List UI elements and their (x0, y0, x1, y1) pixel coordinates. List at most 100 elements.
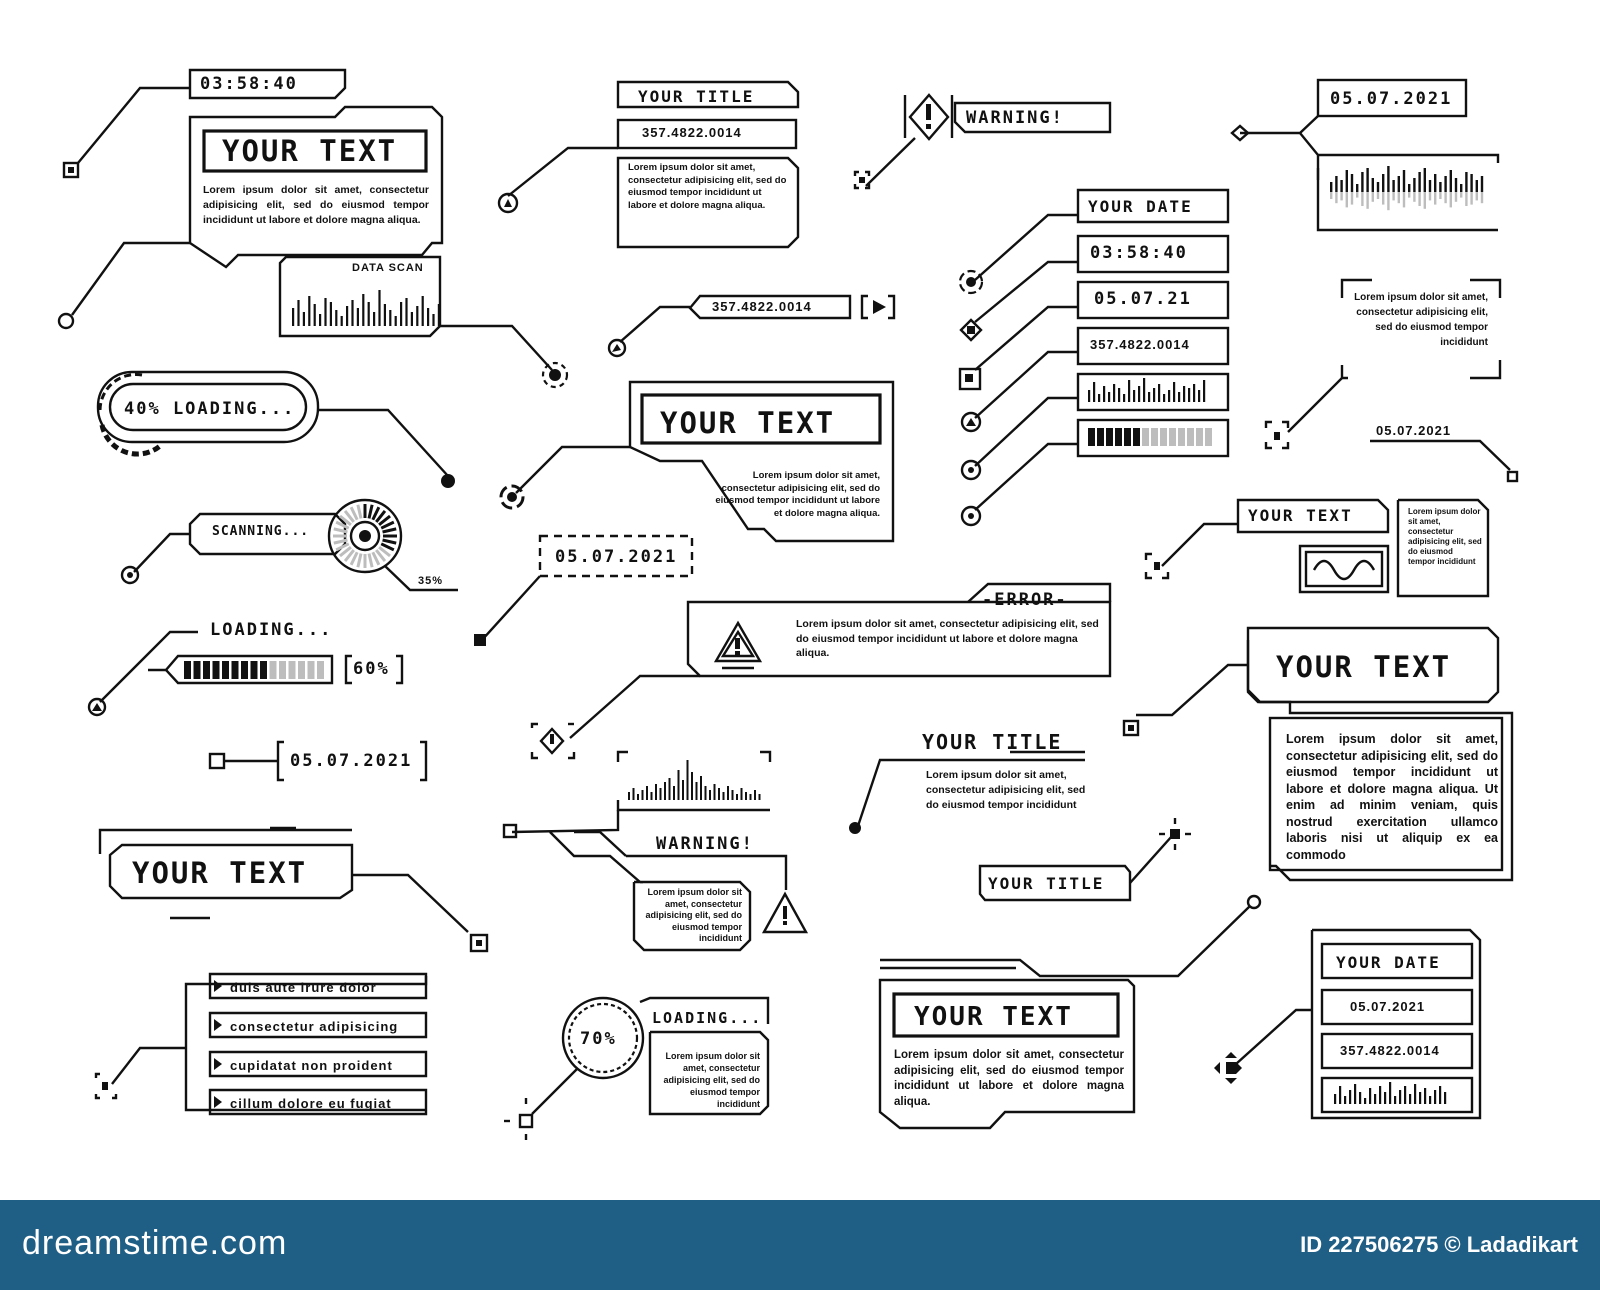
gauge-tick (349, 506, 359, 521)
warning-bar (682, 780, 684, 800)
scan-bar (410, 312, 413, 326)
your-title-label-1: YOUR TITLE (638, 87, 755, 106)
big-right-your-text-frame (1122, 626, 1514, 882)
loading-segment (184, 661, 191, 679)
scanning-label: SCANNING... (212, 524, 310, 539)
progress-segment (1196, 428, 1203, 446)
wave-bar (1350, 174, 1354, 192)
wave-bar (1340, 180, 1343, 192)
gauge-tick (335, 542, 350, 552)
loading-segment (212, 661, 220, 679)
stacked-bars-chart (1088, 378, 1206, 402)
warning-bar (727, 786, 729, 800)
gauge-tick (356, 504, 363, 519)
wave-bar (1480, 176, 1484, 192)
gauge-tick (375, 549, 387, 562)
progress-segment (1133, 428, 1140, 446)
list-arrow-icon (214, 1096, 222, 1108)
your-text-title-5: YOUR TEXT (132, 856, 308, 890)
progress-segment (1097, 428, 1104, 446)
your-date-stack-frame (1214, 928, 1482, 1120)
wave-bar (1361, 172, 1364, 192)
gauge-tick (333, 538, 348, 545)
wave-bar (1444, 176, 1447, 192)
date-stack-bar (1439, 1086, 1442, 1104)
scan-bar (416, 306, 419, 326)
brand-logo[interactable]: dreamstime.com (22, 1224, 288, 1262)
stacked-bar (1158, 384, 1161, 402)
loading-segment (231, 661, 239, 679)
wave-bar (1413, 192, 1416, 202)
gauge-tick (367, 504, 374, 519)
scanning-percent: 35% (418, 575, 444, 587)
lorem-paragraph-8: Lorem ipsum dolor sit amet, consectetur … (926, 769, 1086, 811)
warning-bar (713, 784, 716, 800)
date-label-4: 05.07.2021 (290, 751, 413, 771)
list-item-label-4: cillum dolore eu fugiat (230, 1096, 392, 1111)
callout-frame-your-title-1 (497, 80, 800, 249)
date-stack-bar (1424, 1088, 1427, 1104)
date-stack-bar (1399, 1090, 1402, 1104)
your-title-label-2: YOUR TITLE (922, 730, 1063, 754)
date-stack-bar (1429, 1096, 1432, 1104)
wave-bar (1439, 182, 1442, 192)
date-stack-bar (1434, 1090, 1437, 1104)
wave-bar (1402, 192, 1406, 208)
progress-segment (1088, 428, 1095, 446)
list-arrow-icon (214, 980, 222, 992)
warning-label-2: WARNING! (656, 834, 754, 854)
scan-bar (394, 316, 397, 326)
wave-bar (1408, 192, 1411, 198)
stacked-bar (1143, 378, 1146, 402)
scan-bar (400, 302, 403, 326)
stacked-callouts (958, 188, 1230, 527)
progress-segment (1178, 428, 1185, 446)
wave-bar (1470, 192, 1473, 205)
scan-bar (340, 316, 343, 326)
stacked-bar (1183, 386, 1186, 402)
gauge-tick (375, 510, 387, 523)
dashed-date-frame (474, 534, 694, 646)
stacked-bar (1118, 388, 1121, 402)
warning-bar (632, 788, 635, 800)
wave-bar (1382, 174, 1385, 192)
date-stack-bar (1369, 1088, 1372, 1104)
scan-bar (383, 304, 386, 326)
loading-40-label: 40% LOADING... (124, 399, 296, 419)
gauge-tick (380, 542, 395, 552)
wave-bar (1449, 192, 1452, 208)
loading-segment (279, 661, 286, 679)
warning-bar (677, 770, 680, 800)
stacked-bar (1188, 388, 1191, 402)
scan-bar (346, 306, 349, 326)
scan-bar (378, 290, 381, 326)
loading-segment (203, 661, 210, 679)
wave-bar (1376, 182, 1380, 192)
loading-segment (260, 661, 267, 679)
loading-segment (269, 661, 277, 679)
lorem-paragraph-3: Lorem ipsum dolor sit amet, consectetur … (1354, 292, 1488, 348)
date-label-2: 05.07.2021 (1376, 423, 1452, 438)
progress-segment (1151, 428, 1158, 446)
date-stack-bar (1409, 1094, 1412, 1104)
list-item-frame (208, 1088, 428, 1116)
stacked-bar (1123, 394, 1126, 402)
number-arrow-frame (607, 294, 896, 358)
stacked-bar (1163, 394, 1166, 402)
wave-bar (1465, 172, 1468, 192)
callout-frame-your-text-1 (57, 68, 553, 371)
list-arrow-icon (214, 1019, 222, 1031)
lorem-paragraph-9: Lorem ipsum dolor sit amet, consectetur … (645, 887, 742, 943)
gauge-tick (339, 514, 352, 526)
wave-bar (1392, 192, 1395, 201)
date-stack-bar (1339, 1086, 1342, 1104)
number-label-4: 357.4822.0014 (1340, 1043, 1440, 1058)
wave-bar (1330, 182, 1333, 192)
warning-bar (628, 792, 630, 800)
your-date-label-1: YOUR DATE (1088, 197, 1193, 216)
scan-bar (427, 308, 430, 326)
stacked-bar (1168, 390, 1171, 402)
warning-bar (736, 794, 738, 800)
number-label-1: 357.4822.0014 (642, 125, 742, 140)
lorem-paragraph-2: Lorem ipsum dolor sit amet, consectetur … (628, 162, 787, 211)
